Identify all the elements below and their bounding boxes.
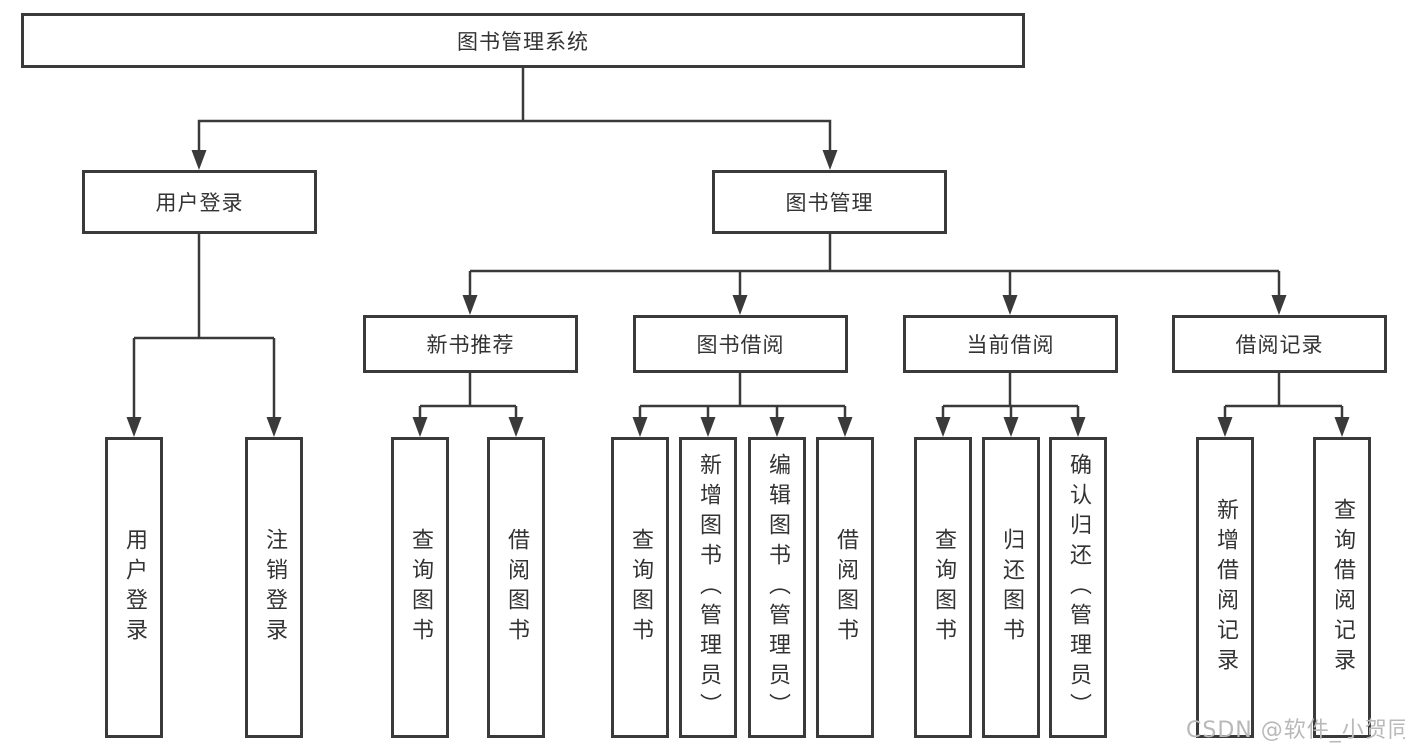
leaf-records-query-record: 查询借阅记录	[1313, 437, 1371, 738]
node-borrow-records: 借阅记录	[1172, 315, 1387, 373]
arrowheads	[126, 150, 1350, 437]
leaf-user-login-label: 用户登录	[122, 527, 147, 648]
node-new-book-recommend-label: 新书推荐	[426, 333, 515, 357]
leaf-borrow-add-book-admin: 新增图书（管理员）	[679, 437, 737, 738]
node-book-management: 图书管理	[712, 170, 947, 234]
leaf-new-borrow-book: 借阅图书	[487, 437, 545, 738]
leaf-current-confirm-return-admin: 确认归还（管理员）	[1049, 437, 1107, 738]
node-user-login-label: 用户登录	[155, 191, 244, 215]
leaf-current-query-book-label: 查询图书	[931, 527, 956, 648]
node-book-borrow-label: 图书借阅	[696, 333, 785, 357]
node-root: 图书管理系统	[21, 13, 1025, 68]
leaf-user-login: 用户登录	[105, 437, 163, 738]
leaf-current-confirm-return-admin-label: 确认归还（管理员）	[1066, 452, 1091, 723]
leaf-records-add-record: 新增借阅记录	[1196, 437, 1254, 738]
leaf-user-logout-label: 注销登录	[262, 527, 287, 648]
node-book-borrow: 图书借阅	[633, 315, 848, 373]
leaf-borrow-edit-book-admin-label: 编辑图书（管理员）	[765, 452, 790, 723]
node-current-borrow: 当前借阅	[903, 315, 1118, 373]
leaf-user-logout: 注销登录	[245, 437, 303, 738]
leaf-records-query-record-label: 查询借阅记录	[1330, 497, 1355, 678]
leaf-current-return-book: 归还图书	[982, 437, 1040, 738]
leaf-records-add-record-label: 新增借阅记录	[1213, 497, 1238, 678]
leaf-new-borrow-book-label: 借阅图书	[504, 527, 529, 648]
leaf-borrow-query-book: 查询图书	[611, 437, 669, 738]
node-user-login: 用户登录	[82, 170, 317, 234]
leaf-borrow-borrow-book: 借阅图书	[816, 437, 874, 738]
leaf-borrow-borrow-book-label: 借阅图书	[833, 527, 858, 648]
node-root-label: 图书管理系统	[457, 29, 589, 54]
leaf-new-query-book-label: 查询图书	[408, 527, 433, 648]
node-book-management-label: 图书管理	[785, 191, 874, 215]
leaf-borrow-add-book-admin-label: 新增图书（管理员）	[696, 452, 721, 723]
node-current-borrow-label: 当前借阅	[966, 333, 1055, 357]
watermark-text: CSDN @软件_小贺同学	[1186, 718, 1405, 743]
leaf-current-return-book-label: 归还图书	[999, 527, 1024, 648]
leaf-borrow-query-book-label: 查询图书	[628, 527, 653, 648]
node-new-book-recommend: 新书推荐	[363, 315, 578, 373]
node-borrow-records-label: 借阅记录	[1235, 333, 1324, 357]
leaf-new-query-book: 查询图书	[391, 437, 449, 738]
leaf-borrow-edit-book-admin: 编辑图书（管理员）	[748, 437, 806, 738]
leaf-current-query-book: 查询图书	[914, 437, 972, 738]
